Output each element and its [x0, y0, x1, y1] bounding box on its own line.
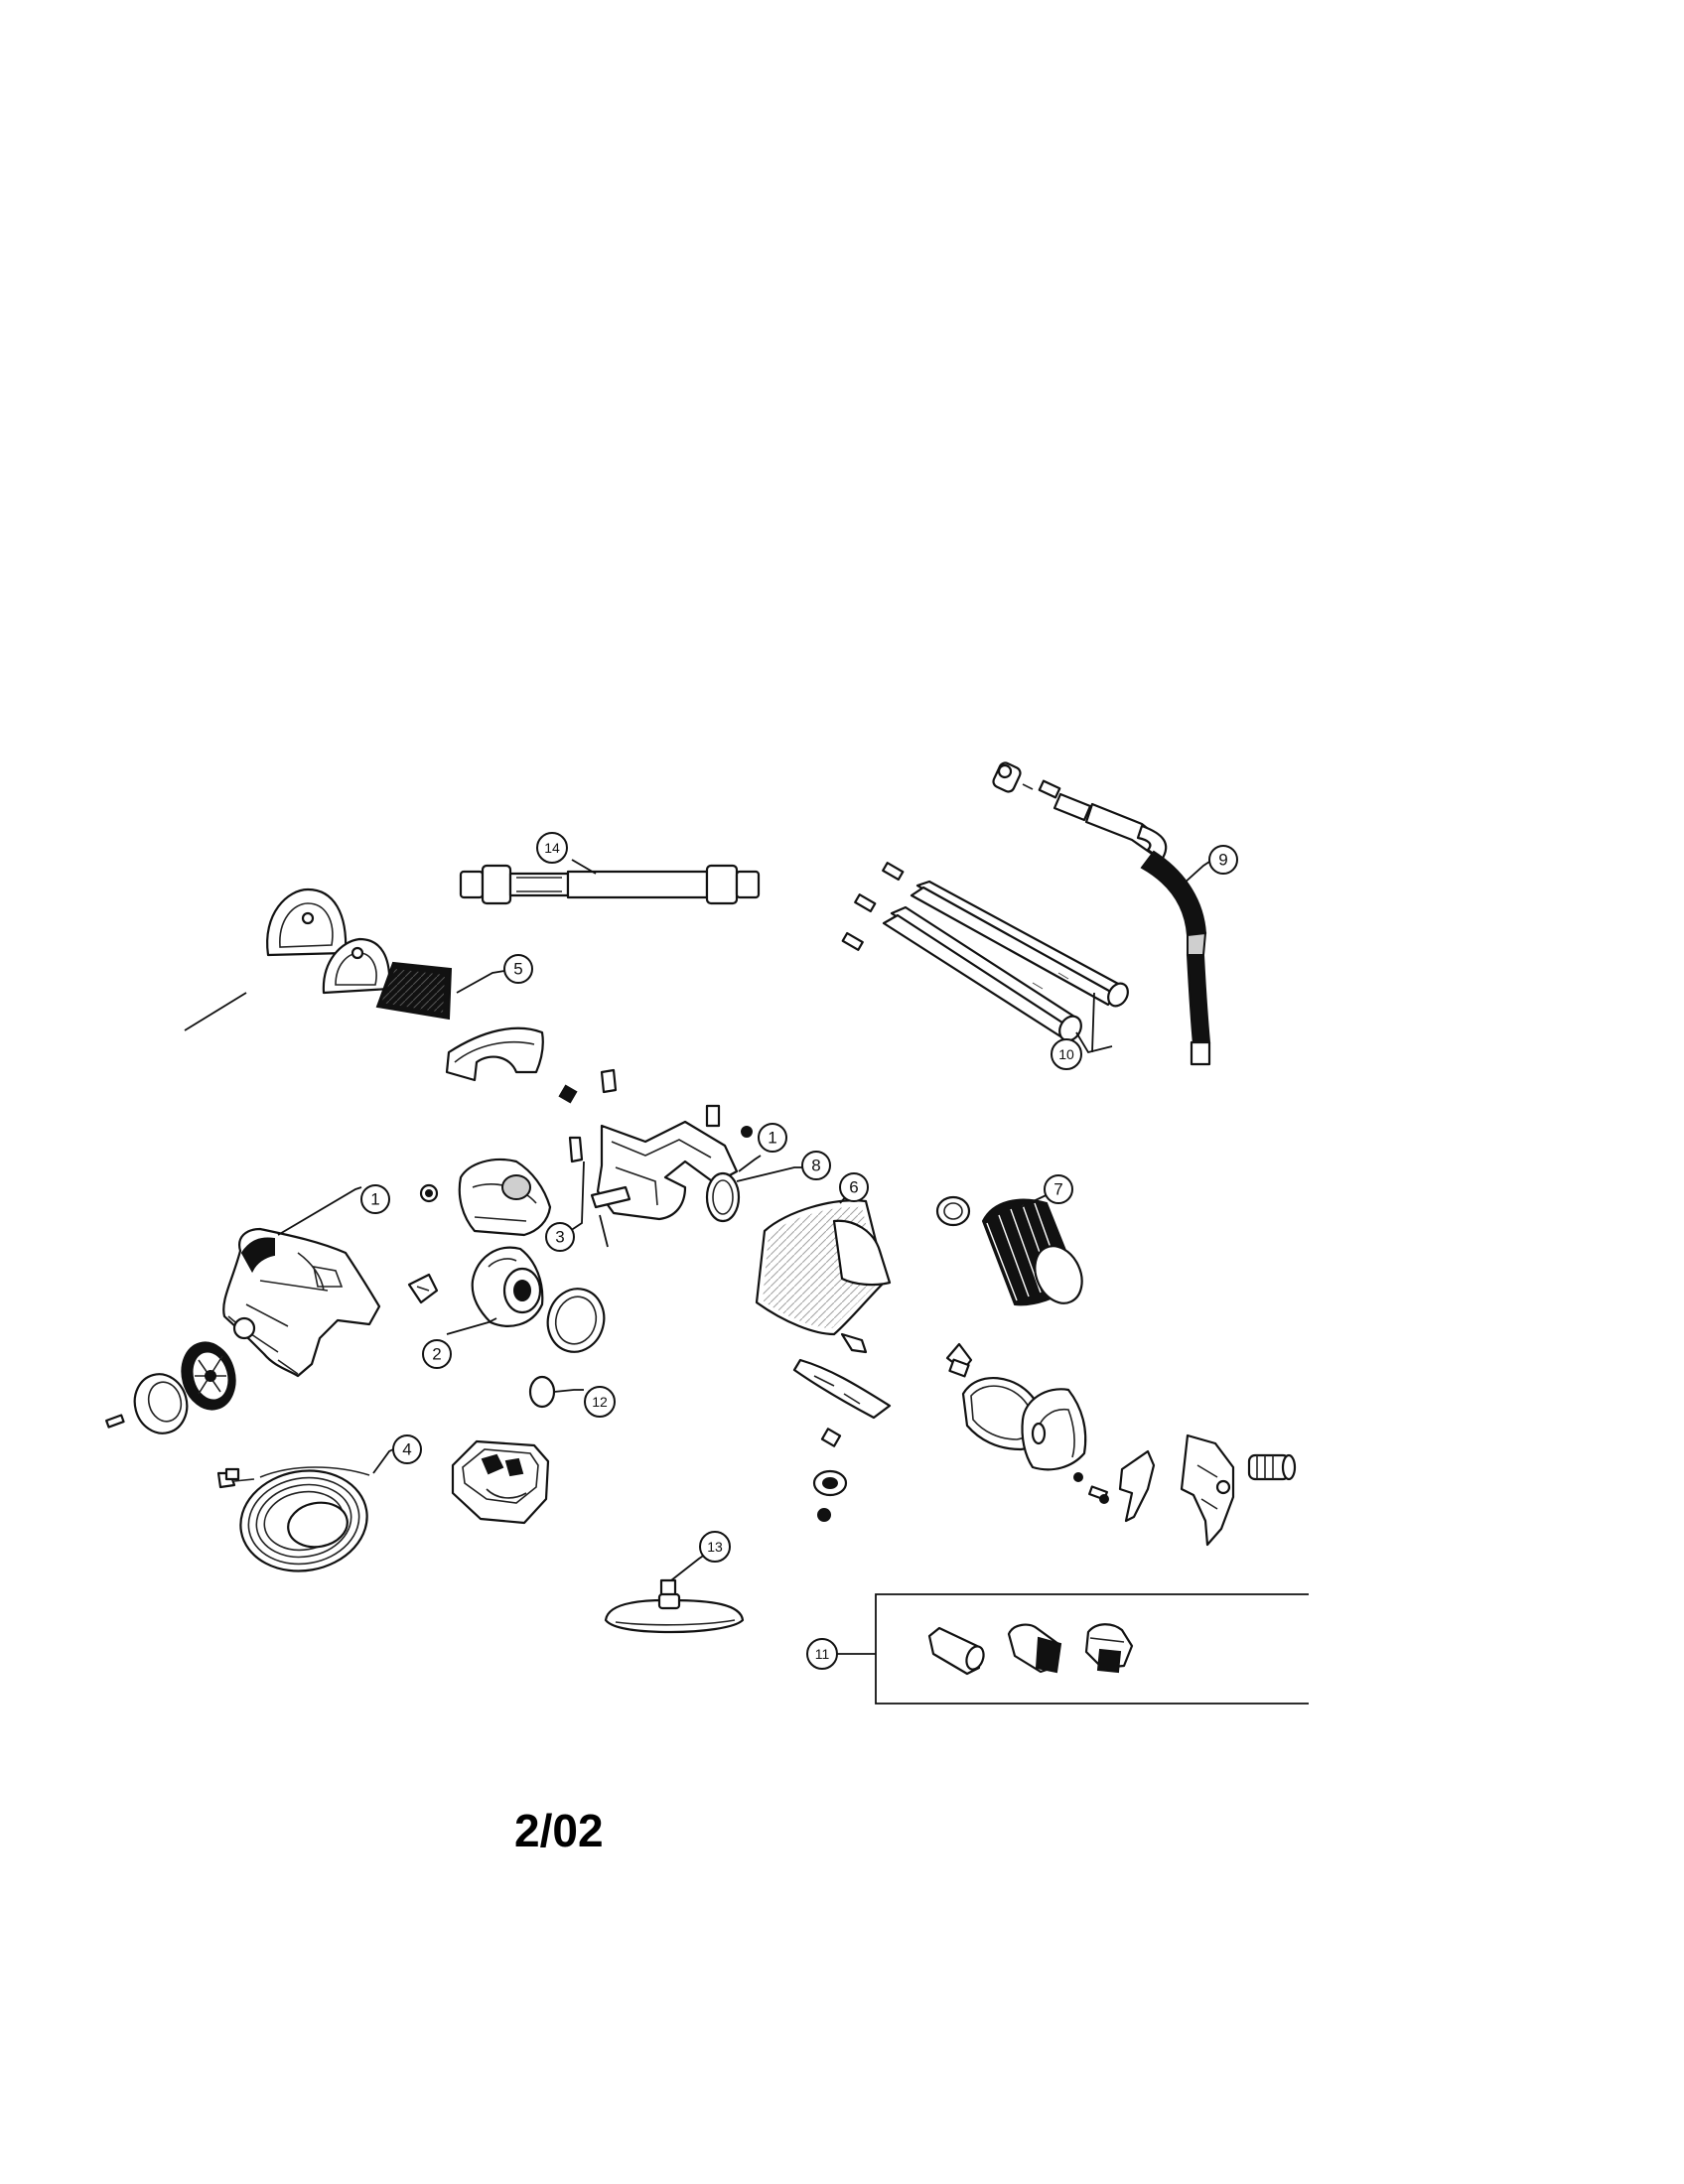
upper-housing-parts — [445, 1026, 762, 1248]
power-cord-reel — [216, 1448, 394, 1572]
wand-pair — [841, 862, 1129, 1054]
dust-cup-assembly — [705, 1166, 892, 1420]
accessory-tools — [836, 1593, 1309, 1705]
callout-5: 5 — [503, 954, 533, 984]
callout-number: 12 — [592, 1394, 608, 1410]
motor-base — [451, 1439, 550, 1525]
callout-3: 3 — [545, 1222, 575, 1252]
callout-8: 8 — [801, 1151, 831, 1180]
main-body-housing — [222, 1186, 381, 1378]
callout-number: 9 — [1218, 851, 1227, 870]
page-date-label: 2/02 — [514, 1805, 604, 1856]
callout-12: 12 — [584, 1386, 616, 1418]
round-gasket — [528, 1375, 584, 1409]
callout-number: 1 — [768, 1129, 776, 1148]
rear-wheel-assembly — [105, 1341, 236, 1434]
callout-number: 2 — [432, 1345, 441, 1364]
callout-number: 13 — [707, 1539, 723, 1555]
latch-parts — [812, 1428, 848, 1522]
callout-11: 11 — [806, 1638, 838, 1670]
callout-number: 6 — [849, 1178, 858, 1197]
callout-1-upper: 1 — [758, 1123, 787, 1153]
floor-tool — [604, 1554, 745, 1634]
hose-assembly — [992, 761, 1211, 1066]
callout-13: 13 — [699, 1531, 731, 1563]
callout-7: 7 — [1044, 1174, 1073, 1204]
callout-1-lower: 1 — [360, 1184, 390, 1214]
callout-number: 3 — [555, 1228, 564, 1247]
pleated-filter — [935, 1190, 1083, 1306]
callout-9: 9 — [1208, 845, 1238, 875]
callout-4: 4 — [392, 1434, 422, 1464]
rear-covers — [184, 887, 505, 1031]
callout-6: 6 — [839, 1172, 869, 1202]
callout-number: 1 — [370, 1190, 379, 1209]
callout-14: 14 — [536, 832, 568, 864]
callout-number: 14 — [544, 840, 560, 856]
callout-10: 10 — [1051, 1038, 1082, 1070]
motor-assembly — [407, 1158, 606, 1353]
callout-number: 10 — [1058, 1046, 1074, 1062]
callout-2: 2 — [422, 1339, 452, 1369]
callout-number: 7 — [1053, 1180, 1062, 1199]
callout-number: 8 — [811, 1157, 820, 1175]
extension-wand — [459, 859, 761, 905]
callout-number: 4 — [402, 1440, 411, 1459]
callout-number: 5 — [513, 960, 522, 979]
rear-cover-assembly — [945, 1342, 1297, 1547]
callout-number: 11 — [815, 1646, 830, 1662]
